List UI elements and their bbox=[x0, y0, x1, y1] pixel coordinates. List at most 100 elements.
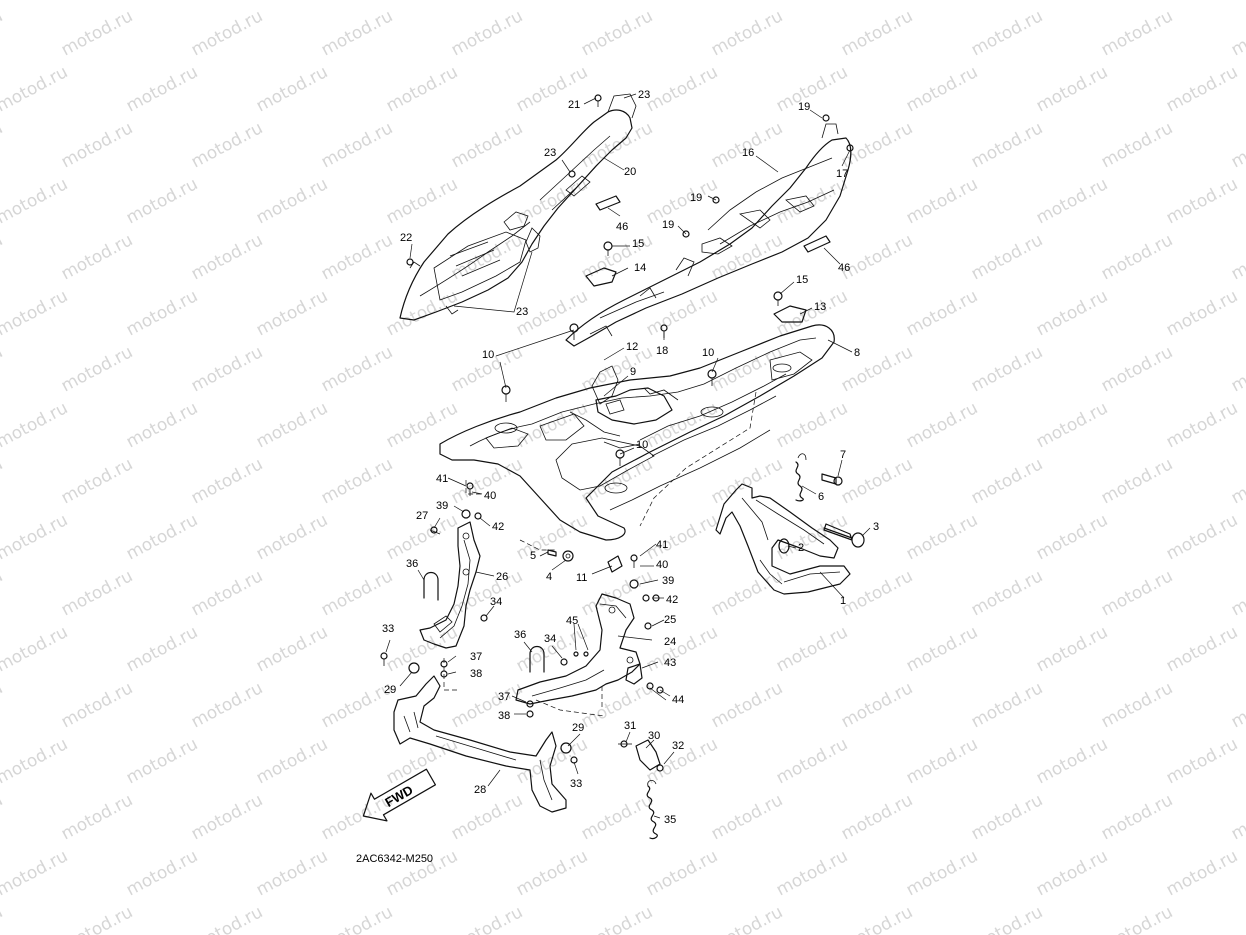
watermark-text: motod.ru bbox=[708, 566, 786, 620]
callout-28: 28 bbox=[474, 784, 486, 796]
callout-16: 16 bbox=[742, 147, 754, 159]
callout-6: 6 bbox=[818, 491, 824, 503]
callout-33-left: 33 bbox=[382, 623, 394, 635]
watermark-text: motod.ru bbox=[643, 0, 721, 4]
callout-18: 18 bbox=[656, 345, 668, 357]
callout-30: 30 bbox=[648, 730, 660, 742]
spring bbox=[795, 453, 807, 502]
watermark-text: motod.ru bbox=[0, 454, 6, 508]
watermark-text: motod.ru bbox=[773, 622, 851, 676]
callout-34-left: 34 bbox=[490, 596, 502, 608]
watermark-text: motod.ru bbox=[1033, 398, 1111, 452]
watermark-text: motod.ru bbox=[903, 286, 981, 340]
watermark-text: motod.ru bbox=[1228, 566, 1246, 620]
watermark-text: motod.ru bbox=[1228, 230, 1246, 284]
watermark-text: motod.ru bbox=[968, 790, 1046, 844]
watermark-text: motod.ru bbox=[58, 790, 136, 844]
callout-8: 8 bbox=[854, 347, 860, 359]
callout-23-top: 23 bbox=[638, 89, 650, 101]
watermark-text: motod.ru bbox=[0, 622, 71, 676]
watermark-text: motod.ru bbox=[773, 174, 851, 228]
watermark-text: motod.ru bbox=[0, 286, 71, 340]
watermark-text: motod.ru bbox=[0, 398, 71, 452]
callout-38-right: 38 bbox=[498, 710, 510, 722]
watermark-text: motod.ru bbox=[1098, 790, 1176, 844]
watermark-text: motod.ru bbox=[1098, 342, 1176, 396]
watermark-text: motod.ru bbox=[643, 622, 721, 676]
callout-labels: 1 2 3 4 5 6 7 8 9 10 10 10 11 12 13 14 1… bbox=[382, 89, 879, 826]
watermark-text: motod.ru bbox=[383, 0, 461, 4]
callout-4: 4 bbox=[546, 571, 552, 583]
watermark-text: motod.ru bbox=[188, 118, 266, 172]
watermark-text: motod.ru bbox=[188, 566, 266, 620]
watermark-text: motod.ru bbox=[1033, 734, 1111, 788]
watermark-text: motod.ru bbox=[1163, 510, 1241, 564]
u-bolt-right bbox=[529, 645, 545, 673]
watermark-text: motod.ru bbox=[318, 342, 396, 396]
watermark-text: motod.ru bbox=[0, 734, 71, 788]
watermark-text: motod.ru bbox=[968, 566, 1046, 620]
watermark-text: motod.ru bbox=[123, 510, 201, 564]
watermark-text: motod.ru bbox=[123, 0, 201, 4]
watermark-text: motod.ru bbox=[1163, 734, 1241, 788]
main-stand bbox=[715, 483, 851, 595]
callout-15-left: 15 bbox=[632, 238, 644, 250]
watermark-text: motod.ru bbox=[318, 6, 396, 60]
watermark-text: motod.ru bbox=[968, 342, 1046, 396]
callout-24: 24 bbox=[664, 636, 676, 648]
callout-10-right: 10 bbox=[702, 347, 714, 359]
watermark-text: motod.ru bbox=[1163, 174, 1241, 228]
watermark-text: motod.ru bbox=[0, 678, 6, 732]
watermark-text: motod.ru bbox=[448, 230, 526, 284]
callout-15-right: 15 bbox=[796, 274, 808, 286]
watermark-text: motod.ru bbox=[643, 62, 721, 116]
watermark-text: motod.ru bbox=[838, 902, 916, 935]
callout-12: 12 bbox=[626, 341, 638, 353]
guide-line bbox=[519, 539, 556, 551]
watermark-text: motod.ru bbox=[1033, 510, 1111, 564]
watermark-text: motod.ru bbox=[123, 286, 201, 340]
bolt-small bbox=[821, 473, 843, 486]
watermark-text: motod.ru bbox=[578, 230, 656, 284]
watermark-text: motod.ru bbox=[0, 846, 71, 900]
watermark-text: motod.ru bbox=[0, 902, 6, 935]
callout-17: 17 bbox=[836, 168, 848, 180]
watermark-text: motod.ru bbox=[1033, 846, 1111, 900]
watermark-text: motod.ru bbox=[708, 790, 786, 844]
watermark-text: motod.ru bbox=[1033, 622, 1111, 676]
watermark-text: motod.ru bbox=[578, 790, 656, 844]
watermark-text: motod.ru bbox=[253, 0, 331, 4]
watermark-text: motod.ru bbox=[253, 398, 331, 452]
switch-plate bbox=[635, 739, 661, 771]
callout-41-left: 41 bbox=[436, 473, 448, 485]
watermark-text: motod.ru bbox=[253, 510, 331, 564]
watermark-text: motod.ru bbox=[838, 678, 916, 732]
watermark-text: motod.ru bbox=[708, 6, 786, 60]
watermark-text: motod.ru bbox=[123, 846, 201, 900]
watermark-text: motod.ru bbox=[58, 6, 136, 60]
watermark-text: motod.ru bbox=[1163, 398, 1241, 452]
watermark-text: motod.ru bbox=[643, 398, 721, 452]
watermark-text: motod.ru bbox=[708, 902, 786, 935]
callout-10-left: 10 bbox=[482, 349, 494, 361]
watermark-text: motod.ru bbox=[188, 342, 266, 396]
watermark-text: motod.ru bbox=[58, 902, 136, 935]
watermark-text: motod.ru bbox=[188, 6, 266, 60]
watermark-text: motod.ru bbox=[968, 6, 1046, 60]
watermark-text: motod.ru bbox=[1228, 902, 1246, 935]
watermark-text: motod.ru bbox=[773, 62, 851, 116]
watermark-text: motod.ru bbox=[773, 734, 851, 788]
callout-14: 14 bbox=[634, 262, 646, 274]
callout-38-left: 38 bbox=[470, 668, 482, 680]
watermark-text: motod.ru bbox=[0, 6, 6, 60]
watermark-text: motod.ru bbox=[253, 734, 331, 788]
watermark-text: motod.ru bbox=[1098, 566, 1176, 620]
watermark-text: motod.ru bbox=[123, 622, 201, 676]
callout-39-right: 39 bbox=[662, 575, 674, 587]
watermark-text: motod.ru bbox=[838, 6, 916, 60]
watermark-text: motod.ru bbox=[448, 6, 526, 60]
guide-line bbox=[639, 391, 757, 527]
guide-line bbox=[443, 658, 460, 691]
callout-40-left: 40 bbox=[484, 490, 496, 502]
stand-spring bbox=[646, 785, 658, 840]
